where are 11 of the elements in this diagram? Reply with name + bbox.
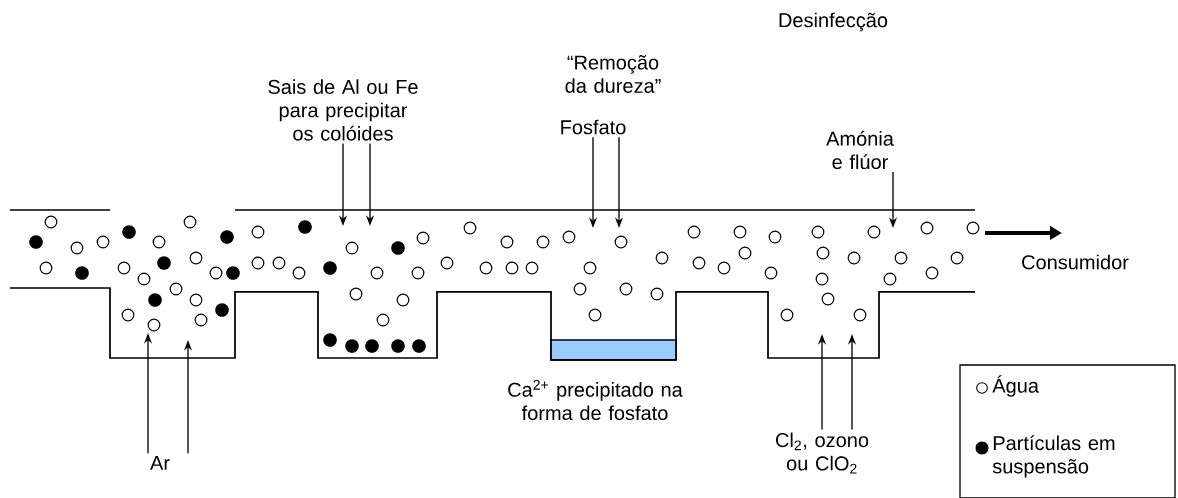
annotation-text: Consumidor <box>1022 254 1129 270</box>
annotation-text: Ca$^{2+}$ precipitado na forma de fosfato <box>508 379 683 421</box>
reagent-label: Sais de Al ou Fe para precipitar os colóides <box>268 79 418 141</box>
annotation-text: “Remoção da dureza” <box>565 55 661 93</box>
legend-item: Partículas em suspensão <box>975 435 1115 478</box>
reagent-label: Fosfato <box>561 119 626 135</box>
reagent-label: Ar <box>150 456 170 470</box>
reagent-label: Amónia e flúor <box>826 130 894 170</box>
legend-item: Água <box>976 375 1039 397</box>
annotation-text: Desinfecção <box>779 12 888 32</box>
reagent-label: Cl$_{2}$, ozono ou ClO$_{2}$ <box>776 432 869 474</box>
